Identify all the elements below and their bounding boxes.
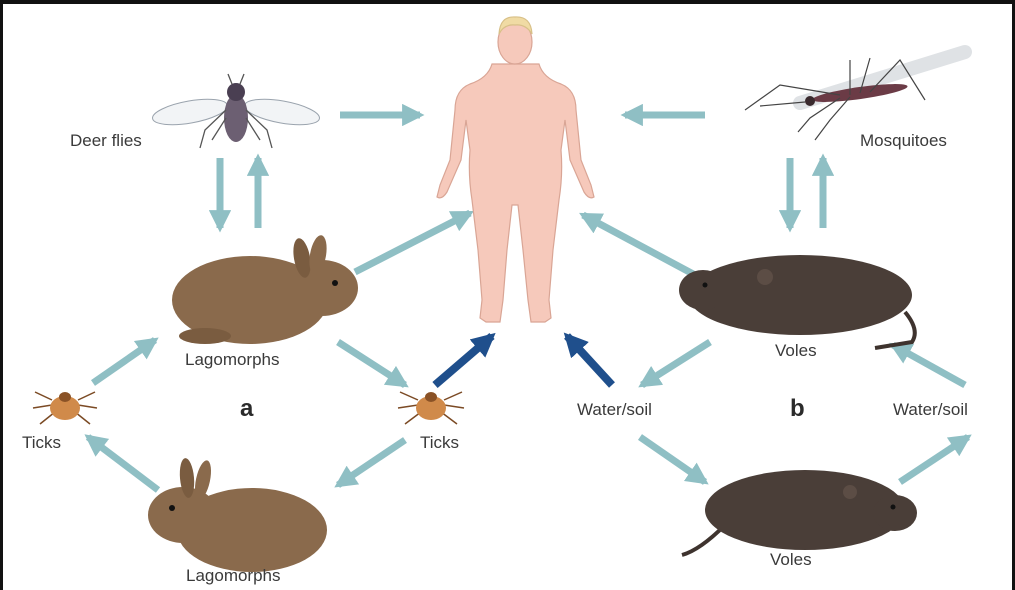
label-water-soil-left: Water/soil bbox=[577, 400, 652, 420]
label-ticks-center: Ticks bbox=[420, 433, 459, 453]
arrow-ticks-to-human bbox=[435, 336, 492, 385]
arrow-voles-to-human bbox=[583, 215, 695, 275]
panel-label-a: a bbox=[240, 395, 253, 423]
vole-top-illustration bbox=[679, 255, 915, 348]
label-deer-flies: Deer flies bbox=[70, 131, 142, 151]
lagomorph-top-illustration bbox=[172, 234, 358, 344]
arrow-ticks-to-lagomorphs-bottom bbox=[338, 440, 405, 485]
arrow-voles-to-watersoil bbox=[642, 342, 710, 385]
deer-fly-illustration bbox=[151, 74, 322, 148]
label-mosquitoes: Mosquitoes bbox=[860, 131, 947, 151]
label-voles-bottom: Voles bbox=[770, 550, 812, 570]
arrow-ticks-to-lagomorphs bbox=[93, 340, 155, 383]
label-lagomorphs-top: Lagomorphs bbox=[185, 350, 280, 370]
mosquito-illustration bbox=[745, 52, 965, 140]
panel-label-b: b bbox=[790, 395, 805, 423]
arrow-voles-to-watersoil-right bbox=[900, 437, 968, 482]
label-water-soil-right: Water/soil bbox=[893, 400, 968, 420]
arrow-watersoil-to-voles-bottom bbox=[640, 437, 705, 482]
human-figure bbox=[437, 17, 594, 322]
vole-bottom-illustration bbox=[682, 470, 917, 555]
arrow-lagomorphs-to-ticks bbox=[338, 342, 405, 385]
arrow-lagomorphs-to-human bbox=[355, 213, 470, 272]
lagomorph-bottom-illustration bbox=[148, 457, 327, 572]
label-voles-top: Voles bbox=[775, 341, 817, 361]
arrow-watersoil-to-voles bbox=[893, 345, 965, 385]
label-lagomorphs-bottom: Lagomorphs bbox=[186, 566, 281, 586]
tick-left-illustration bbox=[33, 392, 97, 424]
arrow-watersoil-to-human bbox=[567, 336, 612, 385]
label-ticks-left: Ticks bbox=[22, 433, 61, 453]
tick-center-illustration bbox=[398, 392, 464, 424]
arrow-lagomorphs-to-ticks-left bbox=[88, 437, 158, 490]
